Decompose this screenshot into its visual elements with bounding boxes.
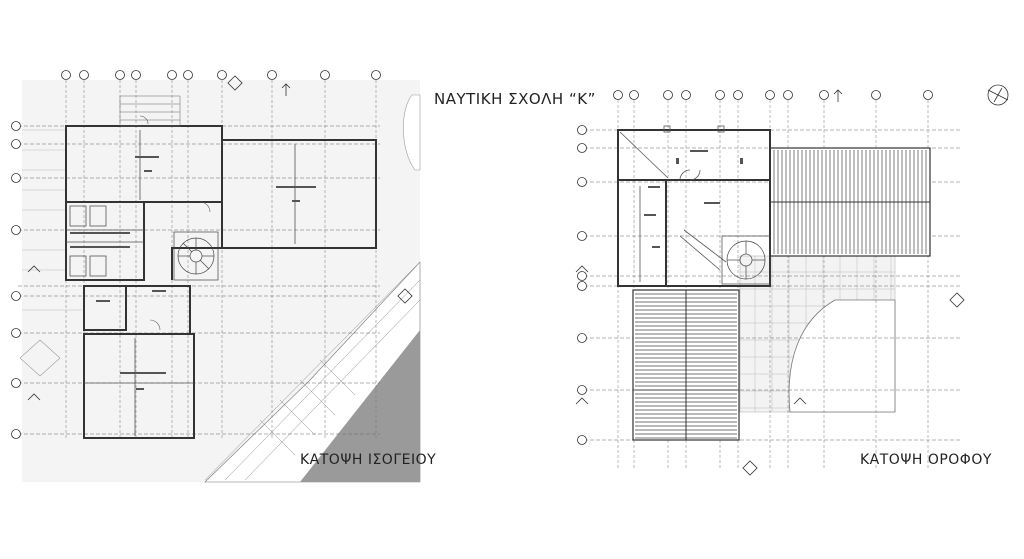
grid-bubble-icon	[871, 90, 881, 100]
grid-bubble-icon	[183, 70, 193, 80]
ground-horizontal-grid	[18, 125, 380, 435]
ground-diamond-ornament	[19, 339, 61, 377]
grid-bubble-icon	[11, 328, 21, 338]
grid-bubble-icon	[11, 173, 21, 183]
grid-bubble-icon	[11, 139, 21, 149]
ground-walls	[65, 125, 377, 439]
drawing-title: ΝΑΥΤΙΚΗ ΣΧΟΛΗ “Κ”	[434, 90, 596, 108]
ground-entrance-steps	[119, 95, 181, 127]
ground-curved-path	[403, 94, 421, 171]
grid-bubble-icon	[765, 90, 775, 100]
grid-bubble-icon	[577, 231, 587, 241]
grid-bubble-icon	[577, 125, 587, 135]
grid-bubble-icon	[733, 90, 743, 100]
ground-doors	[139, 115, 211, 331]
grid-bubble-icon	[715, 90, 725, 100]
grid-bubble-icon	[167, 70, 177, 80]
upper-stair-icon	[721, 235, 771, 285]
ground-stair-icon	[173, 231, 219, 281]
grid-bubble-icon	[577, 143, 587, 153]
ground-floor-caption: ΚΑΤΟΨΗ ΙΣΟΓΕΙΟΥ	[300, 452, 437, 468]
grid-bubble-icon	[613, 90, 623, 100]
grid-bubble-icon	[115, 70, 125, 80]
upper-room-marks	[644, 150, 743, 248]
upper-pergola-right	[769, 147, 931, 257]
ground-floor-plan	[11, 70, 421, 483]
upper-section-marker-icon	[575, 89, 965, 476]
upper-floor-plan	[575, 84, 1009, 476]
grid-bubble-icon	[79, 70, 89, 80]
grid-bubble-icon	[577, 333, 587, 343]
grid-bubble-icon	[11, 378, 21, 388]
street-lines	[204, 261, 421, 481]
upper-grid-bubbles-left	[577, 125, 587, 445]
ground-grid-bubbles-left	[11, 121, 21, 439]
ground-room-marks	[70, 156, 316, 390]
grid-bubble-icon	[267, 70, 277, 80]
grid-bubble-icon	[577, 177, 587, 187]
grid-bubble-icon	[577, 385, 587, 395]
upper-interior-lines	[619, 125, 727, 282]
ground-interior-lines	[66, 130, 296, 436]
grid-bubble-icon	[681, 90, 691, 100]
grid-bubble-icon	[371, 70, 381, 80]
grid-bubble-icon	[11, 291, 21, 301]
grid-bubble-icon	[320, 70, 330, 80]
ground-grid-bubbles-top	[61, 70, 381, 80]
grid-bubble-icon	[131, 70, 141, 80]
grid-bubble-icon	[819, 90, 829, 100]
grid-bubble-icon	[217, 70, 227, 80]
grid-bubble-icon	[11, 429, 21, 439]
grid-bubble-icon	[577, 281, 587, 291]
grid-bubble-icon	[783, 90, 793, 100]
grid-bubble-icon	[11, 121, 21, 131]
north-arrow-icon	[987, 84, 1009, 106]
upper-floor-caption: ΚΑΤΟΨΗ ΟΡΟΦΟΥ	[860, 452, 992, 468]
grid-bubble-icon	[577, 271, 587, 281]
upper-grid-bubbles-top	[613, 90, 933, 100]
ground-paving-left	[22, 129, 82, 311]
upper-pergola-bottom	[632, 289, 740, 441]
grid-bubble-icon	[629, 90, 639, 100]
upper-walls	[617, 129, 771, 287]
upper-paving	[739, 255, 896, 413]
grid-bubble-icon	[663, 90, 673, 100]
grid-bubble-icon	[61, 70, 71, 80]
grid-bubble-icon	[11, 225, 21, 235]
grid-bubble-icon	[923, 90, 933, 100]
street-gray	[300, 330, 420, 482]
grid-bubble-icon	[577, 435, 587, 445]
section-marker-icon	[27, 75, 413, 401]
